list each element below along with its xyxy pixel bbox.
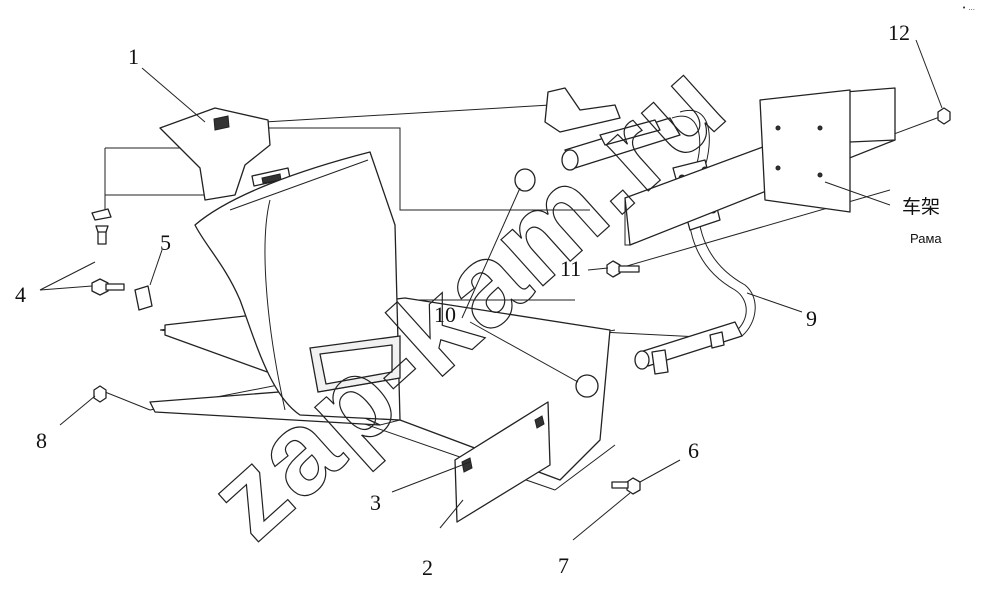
callout-4: 4 (15, 282, 26, 307)
callout-leaders (39, 39, 943, 541)
frame-label-cn: 车架 (902, 196, 940, 218)
callout-12: 12 (888, 20, 910, 45)
bolt-part-4-lower (91, 278, 125, 296)
callout-1: 1 (128, 44, 139, 69)
callout-5: 5 (160, 230, 171, 255)
frame-rail (624, 87, 896, 246)
mud-flap (454, 401, 551, 523)
rubber-cap-upper (514, 168, 536, 192)
corner-mark: • ... (962, 4, 975, 12)
callout-7: 7 (558, 553, 569, 578)
callout-10: 10 (434, 302, 456, 327)
bolt-part-11 (606, 260, 640, 278)
nut-part-12 (937, 107, 951, 125)
support-rod (634, 109, 756, 375)
bolt-part-4-upper (95, 225, 109, 245)
callout-labels: 1 2 3 4 5 6 7 8 9 10 11 12 (15, 20, 910, 580)
bolt-part-6-7 (611, 477, 641, 495)
callout-3: 3 (370, 490, 381, 515)
mudguard-body (194, 151, 401, 421)
rubber-cap-lower (575, 374, 599, 398)
callout-11: 11 (560, 256, 581, 281)
callout-8: 8 (36, 428, 47, 453)
upper-tube-mount (544, 87, 681, 171)
nut-part-8 (93, 385, 107, 403)
callout-2: 2 (422, 555, 433, 580)
callout-9: 9 (806, 306, 817, 331)
clip-part-5 (91, 208, 153, 311)
upper-bracket (159, 107, 291, 201)
frame-label-ru: Рама (910, 231, 942, 246)
callout-6: 6 (688, 438, 699, 463)
